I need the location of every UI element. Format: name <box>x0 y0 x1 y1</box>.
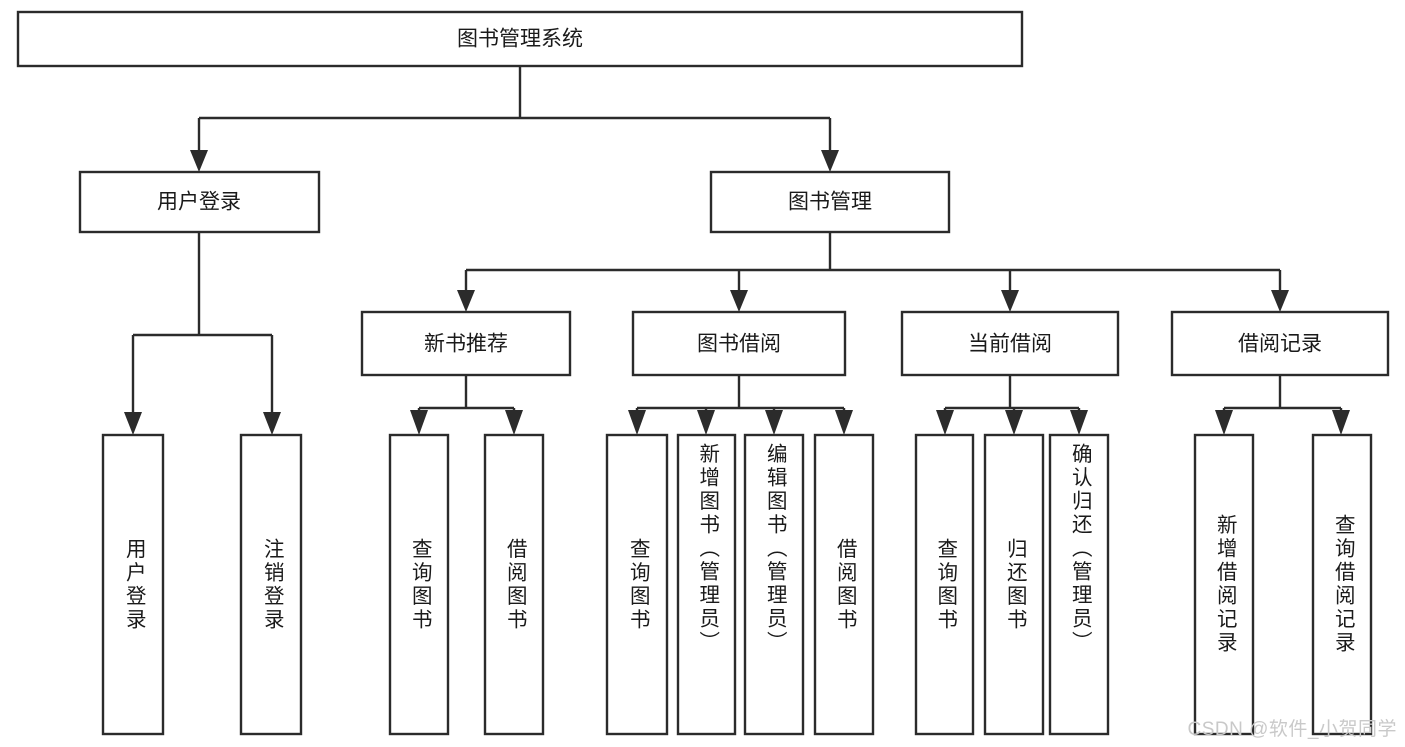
node-leaf-query-book-3-label-wrap: 查询图书 <box>933 537 957 632</box>
node-leaf-logout-label: 注销登录 <box>260 537 284 632</box>
arrow-cb-leaf-3 <box>1070 410 1088 435</box>
node-borrow-record[interactable]: 借阅记录 <box>1170 310 1390 377</box>
node-new-book-recommend[interactable]: 新书推荐 <box>360 310 572 377</box>
node-leaf-borrow-book-1-box[interactable] <box>483 433 545 736</box>
arrow-bb-leaf-2 <box>697 410 715 435</box>
node-leaf-add-book-label-wrap: 新增图书（管理员） <box>695 443 719 655</box>
node-leaf-user-login-box[interactable] <box>101 433 165 736</box>
node-leaf-return-book-label: 归还图书 <box>1003 537 1027 632</box>
node-leaf-add-record-label: 新增借阅记录 <box>1213 514 1237 655</box>
node-current-borrow[interactable]: 当前借阅 <box>900 310 1120 377</box>
node-book-management-label: 图书管理 <box>788 191 872 214</box>
node-leaf-borrow-book-2-label: 借阅图书 <box>833 537 857 632</box>
arrow-to-user-login <box>190 150 208 172</box>
node-leaf-add-record-box[interactable] <box>1193 433 1255 736</box>
arrow-to-book-management <box>821 150 839 172</box>
node-book-management-box[interactable] <box>709 170 951 234</box>
node-user-login-box[interactable] <box>78 170 321 234</box>
node-current-borrow-label: 当前借阅 <box>968 333 1052 356</box>
node-new-book-recommend-box[interactable] <box>360 310 572 377</box>
node-new-book-recommend-label: 新书推荐 <box>424 333 508 356</box>
node-leaf-return-book-box[interactable] <box>983 433 1045 736</box>
node-leaf-logout-box[interactable] <box>239 433 303 736</box>
node-leaf-user-login-label: 用户登录 <box>122 537 146 632</box>
node-leaf-confirm-return-box[interactable] <box>1048 433 1110 736</box>
node-leaf-user-login[interactable]: 用户登录 <box>101 433 165 736</box>
node-book-borrow[interactable]: 图书借阅 <box>631 310 847 377</box>
node-leaf-query-book-1-label: 查询图书 <box>408 537 432 632</box>
arrow-to-borrow-record <box>1271 290 1289 312</box>
node-book-borrow-label: 图书借阅 <box>697 333 781 356</box>
node-leaf-borrow-book-1-label: 借阅图书 <box>503 537 527 632</box>
node-leaf-borrow-book-2[interactable]: 借阅图书 <box>813 433 875 736</box>
arrow-br-leaf-1 <box>1215 410 1233 435</box>
node-leaf-query-record-label-wrap: 查询借阅记录 <box>1331 514 1355 655</box>
node-root[interactable]: 图书管理系统 <box>16 10 1024 68</box>
node-leaf-query-book-1[interactable]: 查询图书 <box>388 433 450 736</box>
node-leaf-borrow-book-2-box[interactable] <box>813 433 875 736</box>
node-leaf-confirm-return-label: 确认归还（管理员） <box>1068 443 1092 655</box>
node-leaf-return-book-label-wrap: 归还图书 <box>1003 537 1027 632</box>
arrow-cb-leaf-2 <box>1005 410 1023 435</box>
node-leaf-borrow-book-1-label-wrap: 借阅图书 <box>503 537 527 632</box>
node-leaf-query-book-2-label: 查询图书 <box>626 537 650 632</box>
node-leaf-add-book-box[interactable] <box>676 433 737 736</box>
node-leaf-add-record-label-wrap: 新增借阅记录 <box>1213 514 1237 655</box>
node-leaf-confirm-return[interactable]: 确认归还（管理员） <box>1048 433 1110 736</box>
node-leaf-logout[interactable]: 注销登录 <box>239 433 303 736</box>
node-user-login[interactable]: 用户登录 <box>78 170 321 234</box>
arrow-br-leaf-2 <box>1332 410 1350 435</box>
arrow-nbr-leaf-1 <box>410 410 428 435</box>
node-book-borrow-box[interactable] <box>631 310 847 377</box>
node-leaf-query-book-1-label-wrap: 查询图书 <box>408 537 432 632</box>
node-leaf-query-book-1-box[interactable] <box>388 433 450 736</box>
arrow-cb-leaf-1 <box>936 410 954 435</box>
node-root-box[interactable] <box>16 10 1024 68</box>
node-leaf-query-record-label: 查询借阅记录 <box>1331 514 1355 655</box>
node-leaf-query-book-2[interactable]: 查询图书 <box>605 433 669 736</box>
node-leaf-borrow-book-1[interactable]: 借阅图书 <box>483 433 545 736</box>
node-book-management[interactable]: 图书管理 <box>709 170 951 234</box>
arrow-to-new-book-recommend <box>457 290 475 312</box>
node-borrow-record-box[interactable] <box>1170 310 1390 377</box>
node-leaf-user-login-label-wrap: 用户登录 <box>122 537 146 632</box>
node-leaf-edit-book-box[interactable] <box>743 433 805 736</box>
arrow-to-leaf-user-login <box>124 412 142 435</box>
node-leaf-query-book-3[interactable]: 查询图书 <box>914 433 975 736</box>
node-root-label: 图书管理系统 <box>457 28 583 51</box>
node-leaf-query-book-3-label: 查询图书 <box>933 537 957 632</box>
node-leaf-query-book-3-box[interactable] <box>914 433 975 736</box>
node-leaf-return-book[interactable]: 归还图书 <box>983 433 1045 736</box>
arrow-bb-leaf-1 <box>628 410 646 435</box>
arrow-to-leaf-logout <box>263 412 281 435</box>
node-leaf-confirm-return-label-wrap: 确认归还（管理员） <box>1068 443 1092 655</box>
node-borrow-record-label: 借阅记录 <box>1238 333 1322 356</box>
node-leaf-edit-book-label-wrap: 编辑图书（管理员） <box>763 443 787 655</box>
node-current-borrow-box[interactable] <box>900 310 1120 377</box>
node-leaf-edit-book-label: 编辑图书（管理员） <box>763 443 787 655</box>
arrow-to-book-borrow <box>730 290 748 312</box>
node-leaf-query-book-2-label-wrap: 查询图书 <box>626 537 650 632</box>
node-leaf-query-record-box[interactable] <box>1311 433 1373 736</box>
node-leaf-logout-label-wrap: 注销登录 <box>260 537 284 632</box>
arrow-to-current-borrow <box>1001 290 1019 312</box>
arrow-bb-leaf-4 <box>835 410 853 435</box>
arrow-bb-leaf-3 <box>765 410 783 435</box>
node-leaf-add-book[interactable]: 新增图书（管理员） <box>676 433 737 736</box>
node-leaf-query-record[interactable]: 查询借阅记录 <box>1311 433 1373 736</box>
node-user-login-label: 用户登录 <box>157 191 241 214</box>
node-leaf-borrow-book-2-label-wrap: 借阅图书 <box>833 537 857 632</box>
node-leaf-edit-book[interactable]: 编辑图书（管理员） <box>743 433 805 736</box>
node-leaf-add-book-label: 新增图书（管理员） <box>695 443 719 655</box>
connector-layer <box>124 66 1350 435</box>
node-leaf-add-record[interactable]: 新增借阅记录 <box>1193 433 1255 736</box>
node-leaf-query-book-2-box[interactable] <box>605 433 669 736</box>
arrow-nbr-leaf-2 <box>505 410 523 435</box>
